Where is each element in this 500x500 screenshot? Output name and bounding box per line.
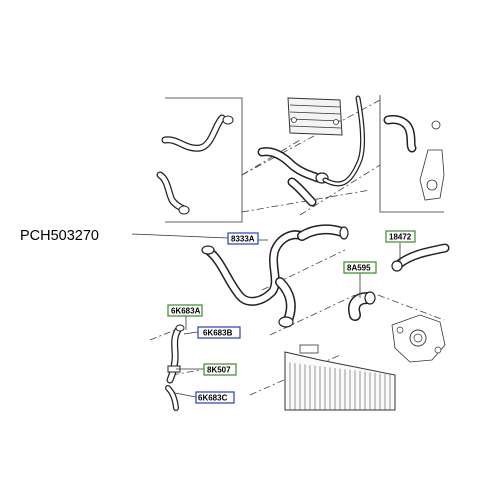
callout-6k683b: 6K683B: [197, 326, 241, 339]
main-hose: [201, 224, 349, 328]
inset-right-parts: [383, 115, 445, 201]
oil-cooler: [287, 97, 343, 136]
callout-18472-box: [385, 230, 416, 243]
center-upper-hoses: [257, 95, 366, 207]
callout-6k683a-box: [167, 304, 203, 317]
callout-8a595-label: 8A595: [347, 264, 371, 273]
radiator: [284, 344, 396, 411]
inset-frames: [165, 95, 444, 223]
callout-8a595: 8A595: [343, 261, 377, 274]
callout-18472: 18472: [385, 230, 416, 243]
callout-8k507: 8K507: [203, 363, 237, 376]
callout-8a595-box: [343, 261, 377, 274]
callout-6k683c-box: [195, 391, 235, 404]
callout-8333a: 8333A: [227, 232, 259, 245]
callout-6k683c-label: 6K683C: [198, 394, 228, 403]
part-number-label: PCH503270: [20, 228, 99, 244]
inset-left-hoses: [156, 114, 234, 215]
callout-6k683c: 6K683C: [195, 391, 235, 404]
elbow-8a595: [348, 291, 376, 321]
callout-8k507-label: 8K507: [207, 366, 231, 375]
callout-8333a-label: 8333A: [231, 235, 255, 244]
callout-6k683a-label: 6K683A: [171, 307, 201, 316]
callout-8333a-box: [227, 232, 259, 245]
hose-18472: [391, 243, 450, 272]
callout-18472-label: 18472: [389, 233, 412, 242]
callout-8k507-box: [203, 363, 237, 376]
callout-6k683b-label: 6K683B: [203, 329, 233, 338]
callout-6k683a: 6K683A: [167, 304, 203, 317]
left-small-hoses: [165, 324, 185, 411]
thermostat-housing: [391, 314, 446, 363]
leader-lines: [131, 233, 401, 398]
callout-6k683b-box: [197, 326, 241, 339]
